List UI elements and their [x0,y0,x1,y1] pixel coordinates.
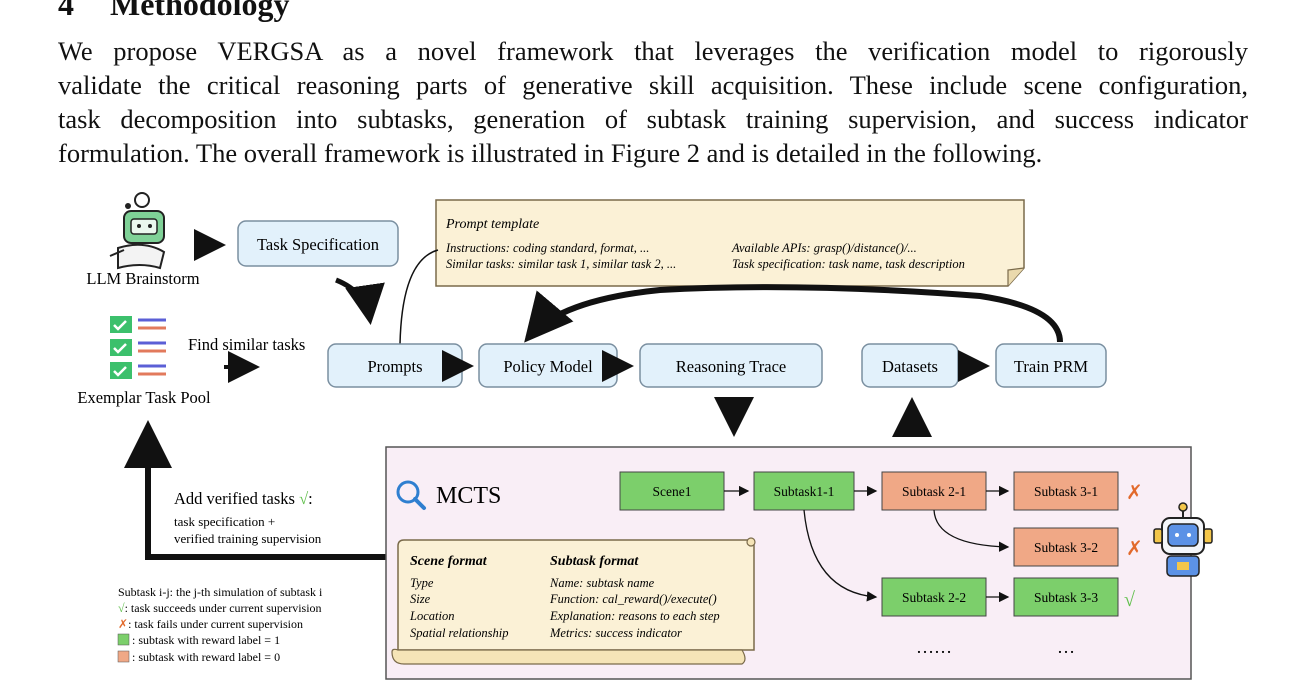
magnifier-icon [396,480,426,510]
paragraph-line-3: task decomposition into subtasks, genera… [58,104,1248,134]
exemplar-pool-label: Exemplar Task Pool [77,388,211,407]
reasoning-trace-box [639,343,823,388]
prompts-label: Prompts [367,357,422,376]
format-scroll [391,537,756,665]
node-subtask-2-1-label: Subtask 2-1 [902,484,966,499]
paragraph-line-4: formulation. The overall framework is il… [58,138,1043,168]
prompt-template-line-2a: Similar tasks: similar task 1, similar t… [446,257,676,271]
mcts-title: MCTS [436,483,501,509]
reasoning-trace-label: Reasoning Trace [676,357,786,376]
datasets-label: Datasets [882,357,938,376]
train-prm-label: Train PRM [1014,357,1088,376]
section-heading: 4 Methodology [58,0,290,22]
verifier-robot-icon [1153,502,1213,577]
add-verified-title: Add verified tasks √: [174,489,313,508]
prompt-template-paper [435,199,1025,287]
scene-format-item: Spatial relationship [410,626,509,640]
train-prm-box [995,343,1107,388]
legend-orange-swatch [117,650,130,663]
node-subtask-1-1-label: Subtask1-1 [774,484,835,499]
add-verified-line-3: verified training supervision [174,531,322,546]
node-subtask-3-2-label: Subtask 3-2 [1034,540,1098,555]
feedback-arrow [524,284,1063,343]
prompt-template-line-2b: Task specification: task name, task desc… [732,257,965,271]
arrow-verified-to-pool [124,420,404,560]
task-list-icon [110,316,166,379]
scene-format-title: Scene format [410,554,488,569]
mark-s31-fail: ✗ [1126,482,1143,504]
legend-line-5: : subtask with reward label = 0 [132,650,280,664]
paragraph-line-1: We propose VERGSA as a novel framework t… [58,36,1248,66]
node-scene1-label: Scene1 [653,484,692,499]
arrow-to-prompts [335,277,385,325]
subtask-format-item: Name: subtask name [549,576,655,590]
section-number: 4 [58,0,74,22]
prompt-template-line-1b: Available APIs: grasp()/distance()/... [731,241,917,255]
policy-model-label: Policy Model [503,357,593,376]
prompt-template-line-1a: Instructions: coding standard, format, .… [445,241,649,255]
node-subtask-3-1 [1013,471,1119,511]
mark-s32-fail: ✗ [1126,538,1143,560]
dots-long: …… [916,637,952,657]
mark-s33-success: √ [1124,589,1135,611]
subtask-format-item: Function: cal_reward()/execute() [549,592,717,606]
node-subtask-3-3-label: Subtask 3-3 [1034,590,1098,605]
robot-thinking-icon [109,192,166,270]
scene-format-item: Size [410,592,431,606]
node-subtask-2-2 [881,577,987,617]
node-subtask-3-2 [1013,527,1119,567]
prompt-template-title: Prompt template [445,217,539,232]
node-subtask-2-2-label: Subtask 2-2 [902,590,966,605]
add-verified-line-2: task specification + [174,514,275,529]
legend-line-4: : subtask with reward label = 1 [132,633,280,647]
scene-format-item: Type [410,576,434,590]
scene-format-item: Location [409,609,454,623]
dots-short: … [1057,637,1075,657]
legend-green-swatch [117,633,130,646]
prompt-template-connector [399,249,439,345]
task-specification-label: Task Specification [257,235,379,254]
legend-line-2: √: task succeeds under current supervisi… [118,601,322,615]
edge-s21-s32 [933,509,1010,552]
find-similar-label: Find similar tasks [188,335,305,354]
legend-line-3: ✗: task fails under current supervision [118,617,303,631]
subtask-format-item: Metrics: success indicator [549,626,682,640]
node-subtask-2-1 [881,471,987,511]
node-scene1 [619,471,725,511]
task-specification-box [237,220,399,267]
llm-brainstorm-label: LLM Brainstorm [86,269,199,288]
node-subtask-3-3 [1013,577,1119,617]
section-title: Methodology [110,0,290,22]
edge-s11-s22 [803,509,878,602]
intro-paragraph: We propose VERGSA as a novel framework t… [58,34,1248,170]
node-subtask-3-1-label: Subtask 3-1 [1034,484,1098,499]
legend-line-1: Subtask i-j: the j-th simulation of subt… [118,585,323,599]
subtask-format-item: Explanation: reasons to each step [549,609,720,623]
node-subtask-1-1 [753,471,855,511]
paragraph-line-2: validate the critical reasoning parts of… [58,70,1248,100]
subtask-format-title: Subtask format [550,554,639,569]
